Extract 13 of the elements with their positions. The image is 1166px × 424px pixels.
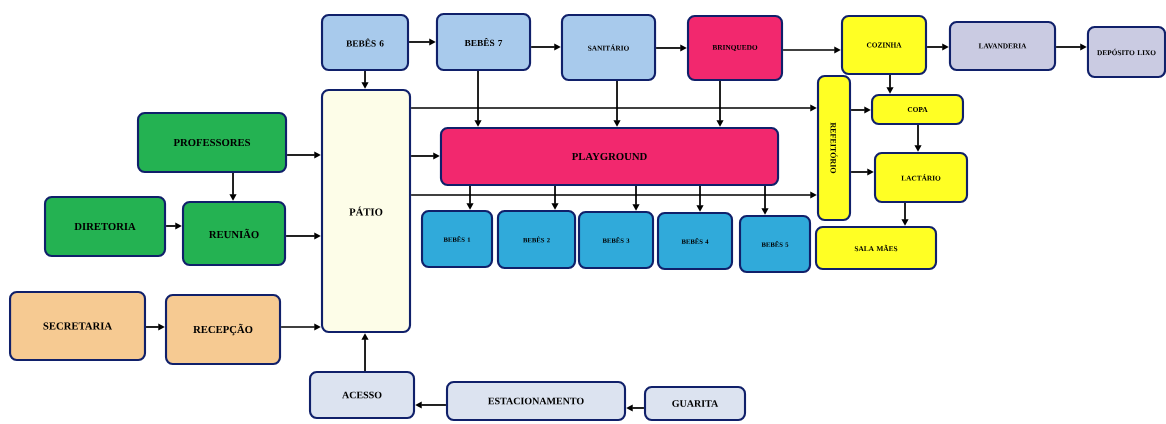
room-box: SECRETARIA: [9, 290, 147, 362]
room-box: RECEPÇÃO: [164, 293, 282, 366]
room-box: PROFESSORES: [136, 111, 288, 174]
room-box: ESTACIONAMENTO: [445, 380, 627, 422]
room-box: ACESSO: [308, 370, 416, 420]
room-box: PÁTIO: [320, 88, 412, 334]
room-box: PLAYGROUND: [439, 126, 780, 187]
room-box: REFEITÓRIO: [816, 74, 852, 222]
room-box: BEBÊS 7: [435, 12, 532, 72]
room-box: REUNIÃO: [181, 200, 287, 267]
room-box: DIRETORIA: [43, 195, 167, 258]
room-box: BEBÊS 6: [320, 13, 410, 72]
room-box: GUARITA: [643, 385, 747, 422]
